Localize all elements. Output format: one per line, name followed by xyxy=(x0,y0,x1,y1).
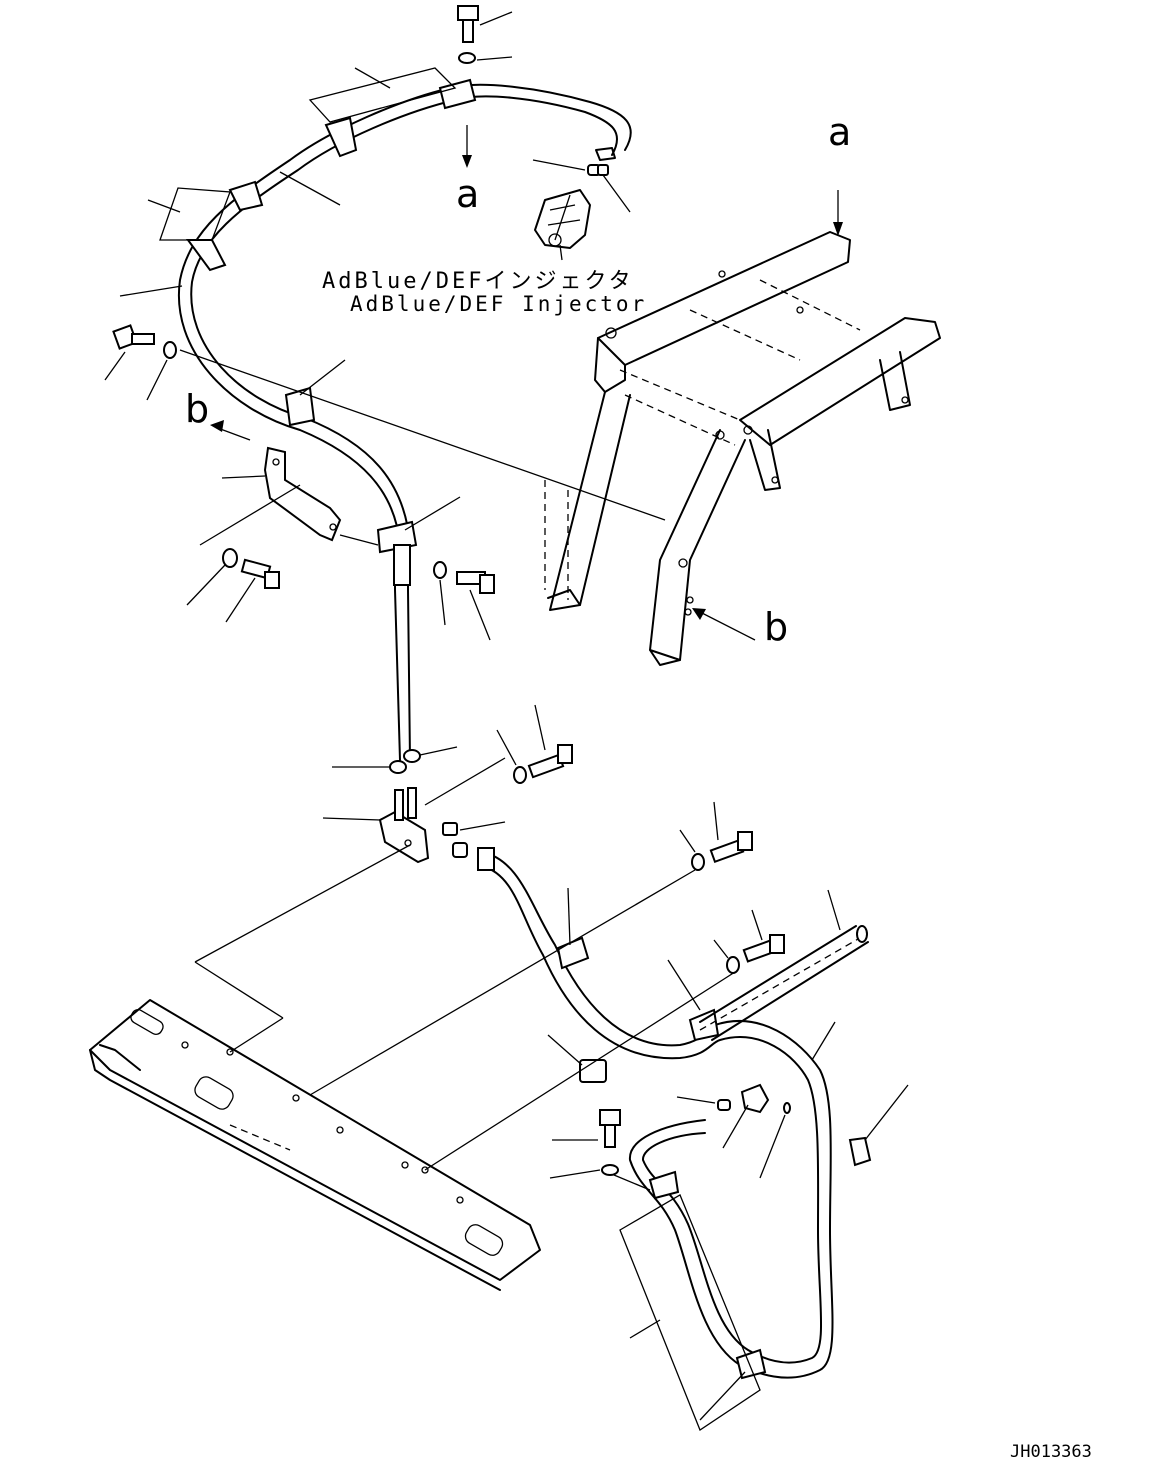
view-mark-b-left: b xyxy=(185,387,209,431)
lower-hose-assembly xyxy=(309,801,909,1431)
frame-assembly xyxy=(544,190,941,666)
view-mark-a-frame: a xyxy=(828,110,851,154)
view-mark-a-top: a xyxy=(456,172,479,216)
drawing-number: JH013363 xyxy=(1010,1442,1092,1462)
injector-label-en: AdBlue/DEF Injector xyxy=(350,292,647,316)
left-bolt-washer xyxy=(112,324,666,521)
bracket-hardware xyxy=(186,548,495,641)
bracket-b xyxy=(199,420,379,546)
leader-lines-upper xyxy=(104,67,631,531)
top-bolt-washer xyxy=(457,5,513,168)
upper-hose-assembly xyxy=(159,67,632,761)
view-mark-b-frame: b xyxy=(764,605,788,649)
middle-fittings xyxy=(322,704,573,864)
injector-fittings xyxy=(534,164,609,261)
injector-label-jp: AdBlue/DEFインジェクタ xyxy=(322,269,634,294)
lower-frame-rail xyxy=(89,844,541,1291)
